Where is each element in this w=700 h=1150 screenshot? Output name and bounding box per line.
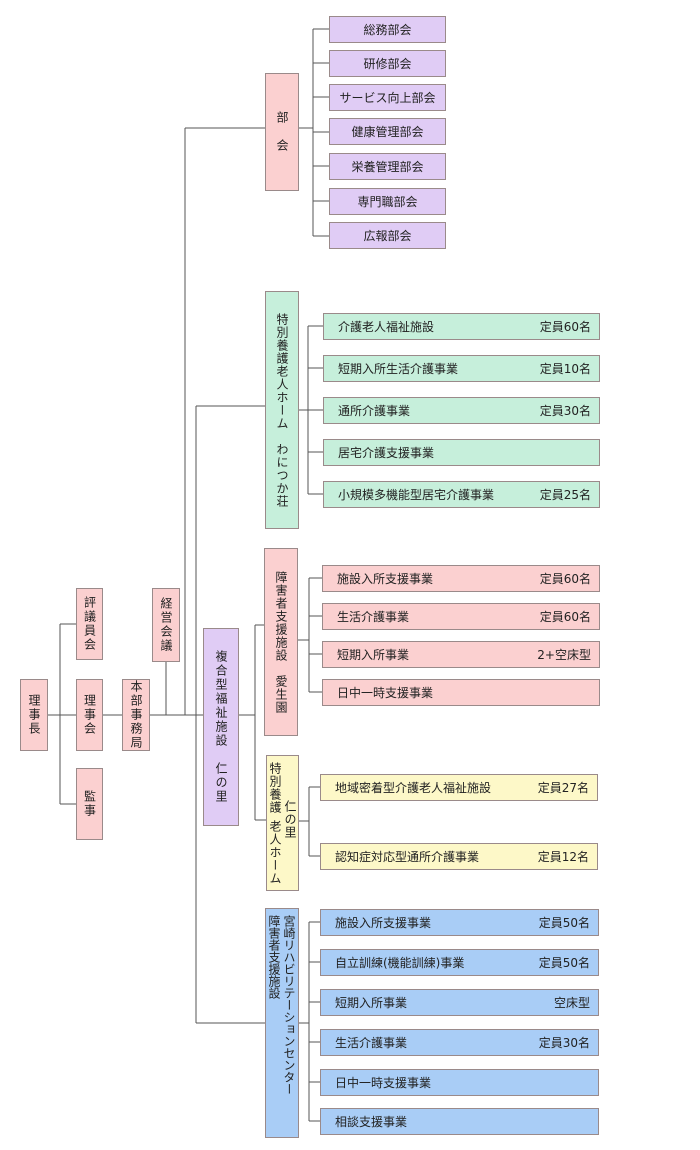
item-label: 自立訓練(機能訓練)事業 — [335, 955, 465, 970]
jinnosato-box: 特別養護 仁の里 老人ホーム — [266, 755, 299, 891]
item-label: 日中一時支援事業 — [335, 1075, 432, 1090]
item-label: 日中一時支援事業 — [337, 685, 434, 700]
aisei-item: 日中一時支援事業 — [322, 679, 600, 706]
complex-label: 複合型福祉施設 仁の里 — [214, 650, 228, 804]
wanitsuka-item: 通所介護事業 定員30名 — [323, 397, 600, 424]
bukai-title: 部 会 — [275, 111, 289, 153]
item-capacity: 定員30名 — [538, 1035, 590, 1050]
wanitsuka-item: 短期入所生活介護事業 定員10名 — [323, 355, 600, 382]
board-label: 理事会 — [82, 694, 97, 736]
miyazaki-box: 宮崎リハビリテーションセンター 障害者支援施設 — [265, 908, 299, 1138]
bukai-box: 部 会 — [265, 73, 299, 191]
management-box: 経営会議 — [152, 588, 180, 662]
item-label: 相談支援事業 — [335, 1114, 408, 1129]
council-box: 評議員会 — [76, 588, 103, 660]
aisei-item: 施設入所支援事業 定員60名 — [322, 565, 600, 592]
item-capacity: 定員25名 — [539, 487, 591, 502]
item-capacity: 定員27名 — [537, 780, 589, 795]
item-label: 通所介護事業 — [338, 403, 411, 418]
bukai-item-label: 総務部会 — [363, 22, 412, 37]
wanitsuka-item: 居宅介護支援事業 — [323, 439, 600, 466]
bukai-item: 栄養管理部会 — [329, 153, 446, 180]
item-capacity: 定員30名 — [539, 403, 591, 418]
auditor-box: 監事 — [76, 768, 103, 840]
aisei-box: 障害者支援施設 愛生園 — [264, 548, 298, 736]
item-capacity: 2+空床型 — [537, 647, 591, 662]
management-label: 経営会議 — [159, 597, 173, 653]
jinnosato-title-c: 仁の里 — [283, 800, 297, 839]
aisei-item: 生活介護事業 定員60名 — [322, 603, 600, 630]
miyazaki-title-b: 障害者支援施設 — [267, 915, 281, 999]
bukai-item-label: 広報部会 — [363, 228, 412, 243]
item-capacity: 定員12名 — [537, 849, 589, 864]
bukai-item: 健康管理部会 — [329, 118, 446, 145]
item-capacity: 定員60名 — [539, 571, 591, 586]
item-label: 短期入所生活介護事業 — [338, 361, 459, 376]
jinnosato-item: 認知症対応型通所介護事業 定員12名 — [320, 843, 598, 870]
bukai-item-label: 栄養管理部会 — [351, 159, 424, 174]
bukai-item-label: サービス向上部会 — [339, 90, 436, 105]
item-capacity: 空床型 — [553, 995, 590, 1010]
miyazaki-item: 生活介護事業 定員30名 — [320, 1029, 599, 1056]
item-label: 介護老人福祉施設 — [338, 319, 435, 334]
aisei-item: 短期入所事業 2+空床型 — [322, 641, 600, 668]
miyazaki-title-a: 宮崎リハビリテーションセンター — [282, 915, 296, 1095]
aisei-title: 障害者支援施設 愛生園 — [274, 570, 288, 714]
item-label: 施設入所支援事業 — [337, 571, 434, 586]
item-capacity: 定員60名 — [539, 319, 591, 334]
bukai-item-label: 専門職部会 — [357, 194, 418, 209]
miyazaki-item: 相談支援事業 — [320, 1108, 599, 1135]
complex-box: 複合型福祉施設 仁の里 — [203, 628, 239, 826]
wanitsuka-item: 小規模多機能型居宅介護事業 定員25名 — [323, 481, 600, 508]
jinnosato-title-a: 特別養護 — [268, 762, 282, 814]
hq-box: 本部事務局 — [122, 679, 150, 751]
item-capacity: 定員50名 — [538, 915, 590, 930]
bukai-item: 専門職部会 — [329, 188, 446, 215]
item-capacity: 定員10名 — [539, 361, 591, 376]
wanitsuka-title: 特別養護老人ホーム わにつか荘 — [275, 312, 289, 508]
chairman-box: 理事長 — [20, 679, 48, 751]
bukai-item: 研修部会 — [329, 50, 446, 77]
miyazaki-item: 短期入所事業 空床型 — [320, 989, 599, 1016]
auditor-label: 監事 — [82, 790, 97, 818]
chairman-label: 理事長 — [27, 694, 41, 736]
item-capacity: 定員60名 — [539, 609, 591, 624]
item-label: 生活介護事業 — [337, 609, 410, 624]
wanitsuka-item: 介護老人福祉施設 定員60名 — [323, 313, 600, 340]
item-label: 居宅介護支援事業 — [338, 445, 435, 460]
bukai-item: サービス向上部会 — [329, 84, 446, 111]
item-label: 小規模多機能型居宅介護事業 — [338, 487, 495, 502]
jinnosato-item: 地域密着型介護老人福祉施設 定員27名 — [320, 774, 598, 801]
item-label: 生活介護事業 — [335, 1035, 408, 1050]
item-label: 短期入所事業 — [337, 647, 410, 662]
bukai-item-label: 健康管理部会 — [351, 124, 424, 139]
wanitsuka-box: 特別養護老人ホーム わにつか荘 — [265, 291, 299, 529]
hq-label: 本部事務局 — [129, 680, 143, 750]
jinnosato-title-b: 老人ホーム — [268, 820, 282, 885]
miyazaki-item: 日中一時支援事業 — [320, 1069, 599, 1096]
bukai-item: 広報部会 — [329, 222, 446, 249]
miyazaki-item: 施設入所支援事業 定員50名 — [320, 909, 599, 936]
item-label: 認知症対応型通所介護事業 — [335, 849, 480, 864]
item-label: 地域密着型介護老人福祉施設 — [335, 780, 492, 795]
miyazaki-item: 自立訓練(機能訓練)事業 定員50名 — [320, 949, 599, 976]
council-label: 評議員会 — [82, 596, 97, 652]
item-label: 短期入所事業 — [335, 995, 408, 1010]
item-capacity: 定員50名 — [538, 955, 590, 970]
bukai-item-label: 研修部会 — [363, 56, 412, 71]
item-label: 施設入所支援事業 — [335, 915, 432, 930]
bukai-item: 総務部会 — [329, 16, 446, 43]
board-box: 理事会 — [76, 679, 103, 751]
